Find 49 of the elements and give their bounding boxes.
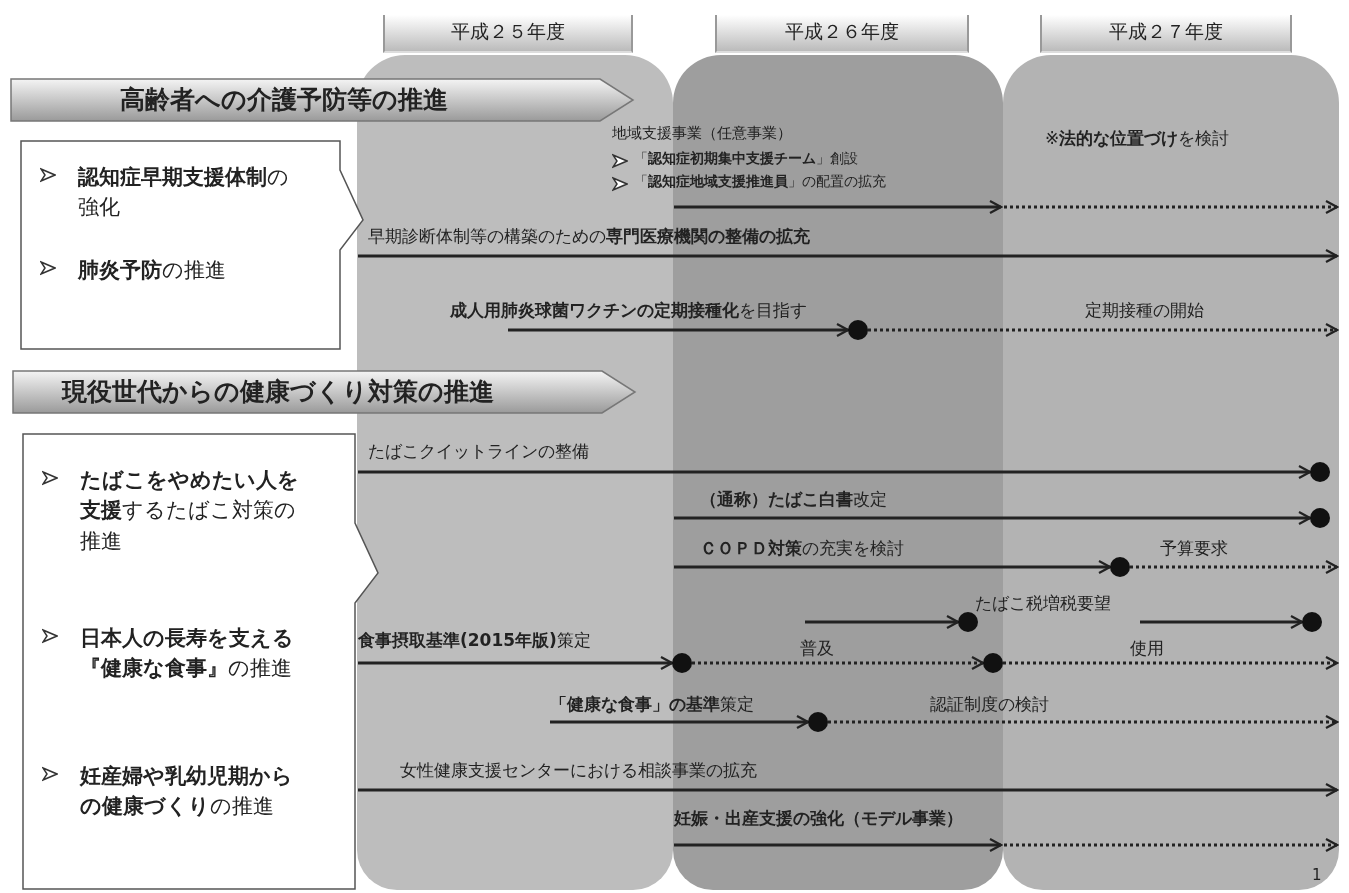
page-number: 1 [1312,866,1322,884]
edge-label: 認証制度の検討 [930,694,1049,715]
edge-label: 早期診断体制等の構築のための専門医療機関の整備の拡充 [368,226,810,247]
edge-label: 妊娠・出産支援の強化（モデル事業） [674,808,963,829]
edge-label: 予算要求 [1160,538,1228,559]
arrow [358,655,674,671]
arrow [358,248,1339,264]
edge-label: （通称）たばこ白書改定 [700,489,887,510]
edge-label: 普及 [800,638,834,659]
edge-label: たばこクイットラインの整備 [368,441,589,462]
section-heading: 現役世代からの健康づくり対策の推進 [62,377,494,407]
section-heading: 高齢者への介護予防等の推進 [120,85,448,115]
arrow [550,714,810,730]
dotted-arrow [868,322,1339,338]
note-text: 「認知症初期集中支援チーム」創設 [634,150,858,167]
dotted-arrow [692,655,985,671]
arrow [674,837,1003,853]
dotted-arrow [1130,559,1339,575]
note-text: 地域支援事業（任意事業） [612,124,792,142]
edge-label: 「健康な食事」の基準策定 [550,694,754,715]
arrow [674,199,1003,215]
dotted-arrow [1004,837,1339,853]
dotted-arrow [1004,199,1339,215]
bullet-text: 妊産婦や乳幼児期からの健康づくりの推進 [80,763,294,821]
year-tab: 平成２５年度 [383,15,633,53]
arrow [508,322,850,338]
edge-label: 定期接種の開始 [1085,300,1204,321]
bullet-text: たばこをやめたい人を支援するたばこ対策の推進 [80,467,300,555]
bullet-text: 認知症早期支援体制の強化 [78,164,290,222]
bullet-text: 日本人の長寿を支える『健康な食事』の推進 [80,625,295,683]
arrow [358,782,1339,798]
edge-label: ※法的な位置づけを検討 [1045,128,1230,149]
arrow [674,559,1112,575]
arrow [674,510,1312,526]
edge-label: 食事摂取基準(2015年版)策定 [358,630,591,651]
year-tab: 平成２６年度 [715,15,969,53]
note-text: たばこ税増税要望 [975,593,1111,614]
arrow [358,464,1312,480]
edge-label: 成人用肺炎球菌ワクチンの定期接種化を目指す [450,300,807,321]
note-text: 「認知症地域支援推進員」の配置の拡充 [634,173,886,190]
year-tab: 平成２７年度 [1040,15,1292,53]
arrow [1140,614,1304,630]
edge-label: ＣＯＰＤ対策の充実を検討 [700,538,904,559]
edge-label: 使用 [1130,638,1164,659]
dotted-arrow [1003,655,1339,671]
edge-label: 女性健康支援センターにおける相談事業の拡充 [400,760,757,781]
dotted-arrow [828,714,1339,730]
arrow [805,614,960,630]
bullet-text: 肺炎予防の推進 [78,257,227,284]
